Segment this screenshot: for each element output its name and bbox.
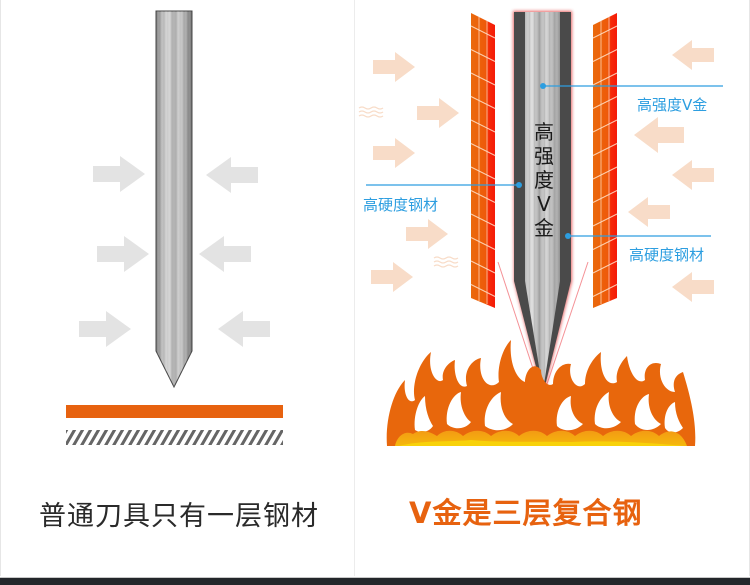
v-gold-core-blade bbox=[513, 11, 572, 396]
arrow-icon bbox=[672, 272, 714, 302]
arrow-icon bbox=[672, 160, 714, 190]
arrow-icon bbox=[373, 52, 415, 82]
left-panel-single-layer: 普通刀具只有一层钢材 bbox=[0, 0, 354, 576]
arrow-icon bbox=[672, 40, 714, 70]
callout-outer-right bbox=[565, 233, 711, 239]
heat-wave-icon-group bbox=[358, 106, 459, 268]
arrow-icon bbox=[406, 219, 448, 249]
single-layer-illustration bbox=[66, 10, 283, 445]
arrow-icon bbox=[218, 311, 270, 347]
right-caption: V金是三层复合钢 bbox=[409, 496, 643, 530]
heat-wave-icon bbox=[358, 106, 384, 118]
flame-icon bbox=[386, 340, 696, 446]
single-steel-blade bbox=[155, 10, 193, 389]
bottom-bar bbox=[0, 577, 750, 585]
arrow-icon bbox=[199, 236, 251, 272]
arrow-icon bbox=[634, 117, 684, 153]
callout-label-outer-right: 高硬度钢材 bbox=[629, 246, 705, 264]
arrow-icon bbox=[417, 98, 459, 128]
callout-label-outer-left: 高硬度钢材 bbox=[363, 196, 439, 214]
arrow-icon bbox=[93, 156, 145, 192]
outer-layer-left-plate bbox=[470, 13, 496, 308]
pressure-arrows-left-group bbox=[79, 156, 149, 347]
arrow-icon bbox=[371, 262, 413, 292]
left-caption: 普通刀具只有一层钢材 bbox=[39, 501, 319, 532]
pressure-arrows-left-group bbox=[371, 52, 459, 292]
hatched-base bbox=[66, 430, 283, 445]
heat-wave-icon bbox=[433, 256, 459, 268]
pressure-arrows-right-group bbox=[628, 40, 714, 302]
arrow-icon bbox=[97, 236, 149, 272]
arrow-icon bbox=[79, 311, 131, 347]
arrow-icon bbox=[628, 197, 670, 227]
callout-label-core: 高强度V金 bbox=[637, 96, 708, 114]
arrow-icon bbox=[373, 138, 415, 168]
single-layer-bar bbox=[66, 405, 283, 418]
callout-core bbox=[540, 83, 723, 89]
callout-outer-left bbox=[366, 182, 522, 188]
arrow-icon bbox=[206, 157, 258, 193]
outer-layer-right-plate bbox=[592, 13, 618, 308]
pressure-arrows-right-group bbox=[199, 157, 270, 347]
three-layer-illustration bbox=[358, 11, 723, 446]
right-panel-three-layer: 高强度V金 高强度V金 高硬度钢材 高硬度钢材 V金是三层复合钢 bbox=[354, 0, 750, 576]
core-vertical-label: 高强度V金 bbox=[534, 120, 554, 240]
